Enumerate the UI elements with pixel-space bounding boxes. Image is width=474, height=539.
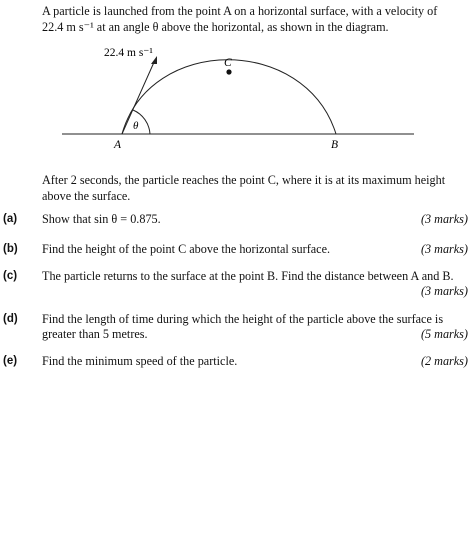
intro-line-2: 22.4 m s⁻¹ at an angle θ above the horiz… (42, 20, 389, 34)
question-text: Find the length of time during which the… (42, 312, 466, 342)
marks: (3 marks) (420, 242, 468, 256)
after-line-2: above the surface. (42, 189, 131, 203)
intro-line-1: A particle is launched from the point A … (42, 4, 438, 18)
question-text: The particle returns to the surface at t… (42, 269, 454, 283)
question-label: (d) (3, 313, 18, 325)
velocity-label: 22.4 m s⁻¹ (104, 47, 153, 59)
question-label: (a) (3, 213, 18, 225)
question-text: Find the minimum speed of the particle. (42, 354, 238, 368)
marks: (2 marks) (420, 354, 468, 368)
question-text: Find the height of the point C above the… (42, 242, 331, 256)
velocity-arrow (121, 59, 156, 135)
point-b-label: B (331, 139, 338, 151)
after-line-1: After 2 seconds, the particle reaches th… (42, 173, 446, 187)
arrow-head (151, 56, 157, 64)
marks: (3 marks) (420, 212, 468, 226)
projectile-diagram: 22.4 m s⁻¹ C θ A B (62, 47, 414, 151)
question-label: (b) (3, 243, 18, 255)
question-text-line-1: Find the length of time during which the… (42, 312, 444, 326)
marks: (5 marks) (420, 327, 468, 341)
point-a-label: A (113, 139, 122, 151)
angle-arc (132, 109, 151, 135)
point-c-label: C (224, 57, 232, 69)
intro-text: A particle is launched from the point A … (42, 3, 462, 35)
point-c-marker (226, 69, 232, 75)
question-text: Show that sin θ = 0.875. (42, 212, 161, 226)
question-label: (e) (3, 355, 18, 367)
trajectory-arc (121, 59, 337, 135)
question-label: (c) (3, 270, 18, 282)
after-text: After 2 seconds, the particle reaches th… (42, 172, 462, 204)
question-text-line-2: greater than 5 metres. (42, 327, 148, 341)
angle-label: θ (133, 120, 139, 132)
marks: (3 marks) (420, 284, 468, 298)
